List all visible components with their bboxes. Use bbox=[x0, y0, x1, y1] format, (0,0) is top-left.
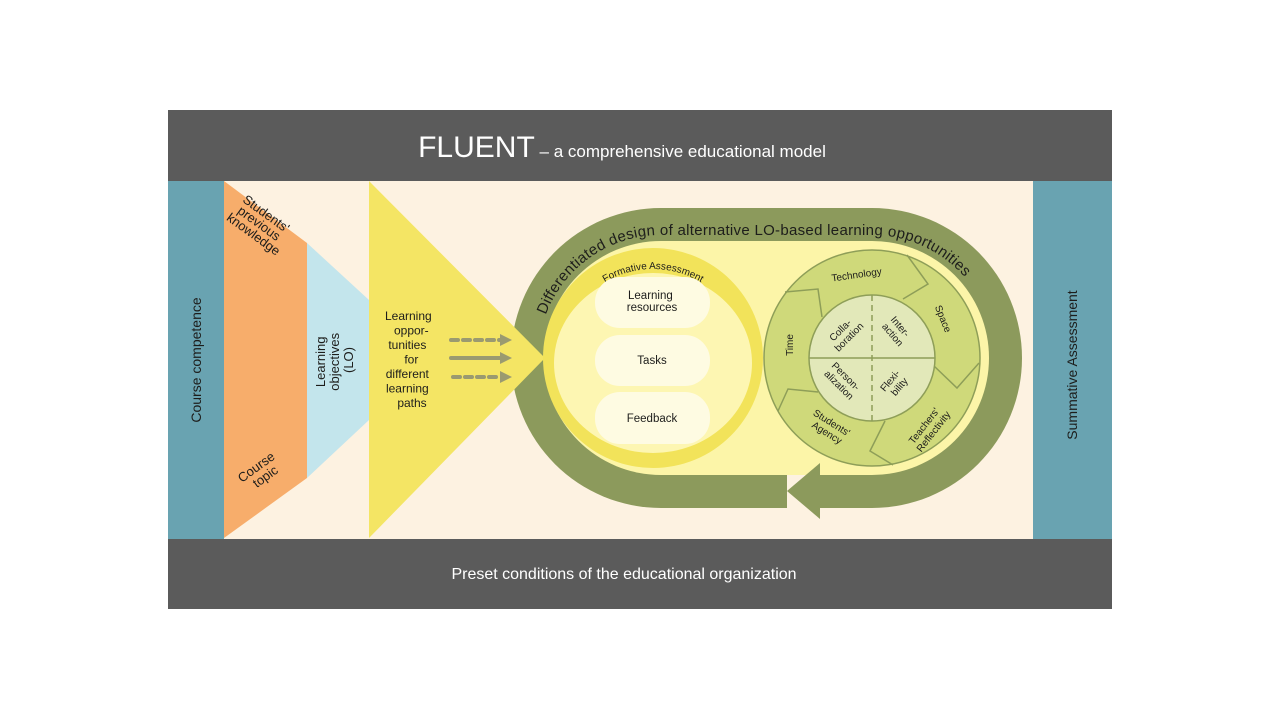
label-line: resources bbox=[627, 302, 678, 314]
summative-assessment-label: Summative Assessment bbox=[1064, 290, 1080, 439]
learning-objectives-label: Learning objectives (LO) bbox=[313, 329, 356, 390]
course-competence-bar bbox=[168, 181, 224, 539]
wheel-segment-divider bbox=[933, 362, 980, 390]
summative-assessment-bar bbox=[1033, 181, 1112, 539]
wheel-segment-divider bbox=[784, 288, 823, 318]
header-title-rest: – a comprehensive educational model bbox=[535, 142, 826, 161]
learning-resources-label: Learning resources bbox=[627, 290, 678, 314]
header-title-main: FLUENT bbox=[418, 131, 535, 164]
label-line: (LO) bbox=[341, 347, 356, 373]
label-line: learning bbox=[386, 382, 429, 396]
learning-opportunities-label: Learning oppor- tunities for different l… bbox=[385, 309, 435, 410]
label-line: tunities bbox=[388, 338, 426, 352]
loop-arrowhead-icon bbox=[787, 463, 820, 519]
label-line: objectives bbox=[327, 332, 342, 390]
time-label: Time bbox=[785, 334, 796, 356]
wheel-segment-dividers bbox=[777, 254, 980, 466]
feedback-pill bbox=[595, 392, 710, 444]
wheel-segment-divider bbox=[777, 388, 819, 412]
header-band bbox=[168, 110, 1112, 181]
header-title: FLUENT – a comprehensive educational mod… bbox=[418, 131, 826, 164]
arrowhead-icon bbox=[500, 352, 512, 364]
footer-text: Preset conditions of the educational org… bbox=[451, 566, 796, 583]
label-line: different bbox=[386, 367, 430, 381]
learning-resources-pill bbox=[595, 277, 710, 328]
path-arrows bbox=[449, 334, 512, 383]
label-line: Learning bbox=[313, 337, 328, 388]
label-line: Learning bbox=[385, 309, 432, 323]
arrowhead-icon bbox=[500, 371, 512, 383]
tasks-pill bbox=[595, 335, 710, 386]
label-line: oppor- bbox=[394, 324, 429, 338]
feedback-label: Feedback bbox=[627, 413, 678, 425]
label-line: for bbox=[404, 353, 418, 367]
tasks-label: Tasks bbox=[637, 355, 667, 367]
orange-shape-previous-knowledge-topic bbox=[224, 181, 307, 538]
wheel-segment-divider bbox=[902, 254, 930, 300]
footer-band bbox=[168, 539, 1112, 609]
label-line: paths bbox=[397, 396, 426, 410]
learning-objectives-shape bbox=[307, 243, 369, 478]
course-competence-label: Course competence bbox=[188, 297, 204, 423]
label-line: Learning bbox=[628, 290, 673, 302]
wheel-segment-divider bbox=[869, 420, 894, 466]
arrowhead-icon bbox=[500, 334, 512, 346]
